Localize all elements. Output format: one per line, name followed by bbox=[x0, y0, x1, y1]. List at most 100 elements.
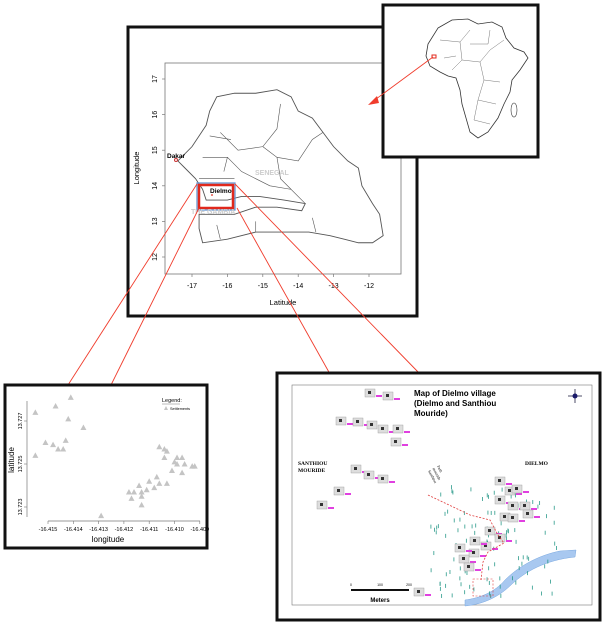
house bbox=[396, 427, 399, 430]
santhiou-mouride-path bbox=[427, 494, 505, 581]
madagascar-outline bbox=[510, 102, 518, 118]
settlement-point bbox=[179, 454, 186, 461]
settlement-point bbox=[128, 495, 135, 501]
settlement-point bbox=[138, 493, 145, 499]
senegal-x-tick-label: -12 bbox=[364, 283, 374, 290]
house-label bbox=[389, 481, 395, 483]
house bbox=[320, 503, 323, 506]
connector-lines bbox=[67, 56, 434, 386]
house bbox=[458, 546, 461, 549]
house bbox=[523, 504, 526, 507]
house bbox=[473, 539, 476, 542]
scatter-x-tick-label: -16.413 bbox=[89, 527, 108, 533]
house bbox=[368, 391, 371, 394]
settlement-point bbox=[125, 488, 132, 495]
senegal-y-tick-label: 14 bbox=[152, 182, 159, 190]
house bbox=[417, 590, 420, 593]
settlement-point bbox=[156, 443, 163, 450]
house bbox=[394, 440, 397, 443]
house bbox=[484, 544, 487, 547]
dielmo-title-1: Map of Dielmo village bbox=[414, 389, 496, 398]
path-label: Santhiou mouride Path bbox=[427, 464, 444, 484]
house-label bbox=[506, 540, 512, 542]
scale-tick-200: 200 bbox=[406, 583, 412, 587]
house bbox=[508, 489, 511, 492]
scatter-x-tick-label: -16.410 bbox=[165, 527, 184, 533]
house-label bbox=[480, 555, 486, 557]
house-label bbox=[328, 507, 334, 509]
senegal-y-tick-label: 13 bbox=[152, 217, 159, 225]
connector-left-2 bbox=[110, 207, 200, 386]
house bbox=[503, 515, 506, 518]
settlement-point bbox=[65, 415, 72, 422]
settlement-point bbox=[50, 441, 57, 448]
house-label bbox=[345, 493, 351, 495]
north-arrow-icon bbox=[568, 389, 582, 403]
house-label bbox=[492, 548, 498, 550]
dielmo-label: Dielmo bbox=[210, 188, 232, 195]
senegal-x-tick-label: -14 bbox=[293, 283, 303, 290]
senegal-panel-frame bbox=[126, 25, 419, 318]
settlement-point bbox=[174, 461, 181, 467]
senegal-y-tick-label: 15 bbox=[152, 146, 159, 154]
dielmo-title-2: (Dielmo and Santhiou bbox=[414, 399, 496, 408]
settlement-point bbox=[62, 437, 69, 443]
house bbox=[356, 420, 359, 423]
house-label bbox=[402, 444, 408, 446]
house bbox=[472, 551, 475, 554]
house-label bbox=[376, 395, 382, 397]
house-label bbox=[516, 493, 522, 495]
house-label bbox=[389, 431, 395, 433]
settlement-point bbox=[143, 486, 150, 493]
settlement-point bbox=[174, 454, 181, 461]
settlement-point bbox=[181, 461, 188, 467]
senegal-x-tick-label: -17 bbox=[187, 283, 197, 290]
arrowhead-icon bbox=[368, 96, 379, 105]
path-label-1: Santhiou bbox=[427, 469, 438, 484]
senegal-plot-frame bbox=[164, 62, 402, 275]
scatter-y-tick-label: 13.725 bbox=[18, 456, 24, 473]
senegal-outline bbox=[178, 90, 383, 243]
legend-entry: Settlements bbox=[170, 407, 190, 411]
house-label bbox=[347, 423, 353, 425]
settlement-point bbox=[136, 482, 143, 488]
connector-right-1 bbox=[234, 183, 421, 375]
africa-connector bbox=[371, 56, 434, 103]
house-label bbox=[394, 398, 400, 400]
house bbox=[498, 498, 501, 501]
house bbox=[498, 479, 501, 482]
house-label bbox=[481, 543, 487, 545]
scatter-x-tick-label: -16.412 bbox=[115, 527, 134, 533]
settlement-point bbox=[191, 463, 198, 469]
house bbox=[354, 467, 357, 470]
scatter-y-tick-label: 13.727 bbox=[18, 413, 24, 430]
scatter-x-tick-label: -16.409 bbox=[190, 527, 209, 533]
path-label-3: Path bbox=[436, 464, 444, 473]
settlement-point bbox=[146, 478, 153, 484]
settlement-point bbox=[131, 488, 138, 495]
dielmo-inset-blue bbox=[196, 182, 236, 211]
house bbox=[462, 557, 465, 560]
senegal-y-tick-label: 17 bbox=[152, 75, 159, 83]
settlement-point bbox=[163, 448, 170, 454]
house bbox=[511, 516, 514, 519]
santhiou-label-1: SANTHIOU bbox=[298, 461, 327, 467]
scatter-points bbox=[32, 394, 198, 519]
senegal-label: SENEGAL bbox=[255, 170, 290, 177]
scatter-y-label: latitude bbox=[7, 447, 16, 473]
settlement-point bbox=[168, 467, 175, 473]
settlement-point bbox=[60, 445, 67, 452]
legend-title: Legend: bbox=[162, 398, 182, 404]
senegal-y-tick-label: 12 bbox=[152, 253, 159, 261]
house bbox=[337, 489, 340, 492]
house bbox=[515, 487, 518, 490]
house bbox=[526, 512, 529, 515]
scale-tick-0: 0 bbox=[350, 583, 352, 587]
scale-bar-rule bbox=[351, 589, 409, 591]
house bbox=[467, 565, 470, 568]
settlement-point bbox=[67, 394, 74, 400]
scatter-x-label: longitude bbox=[92, 535, 125, 544]
